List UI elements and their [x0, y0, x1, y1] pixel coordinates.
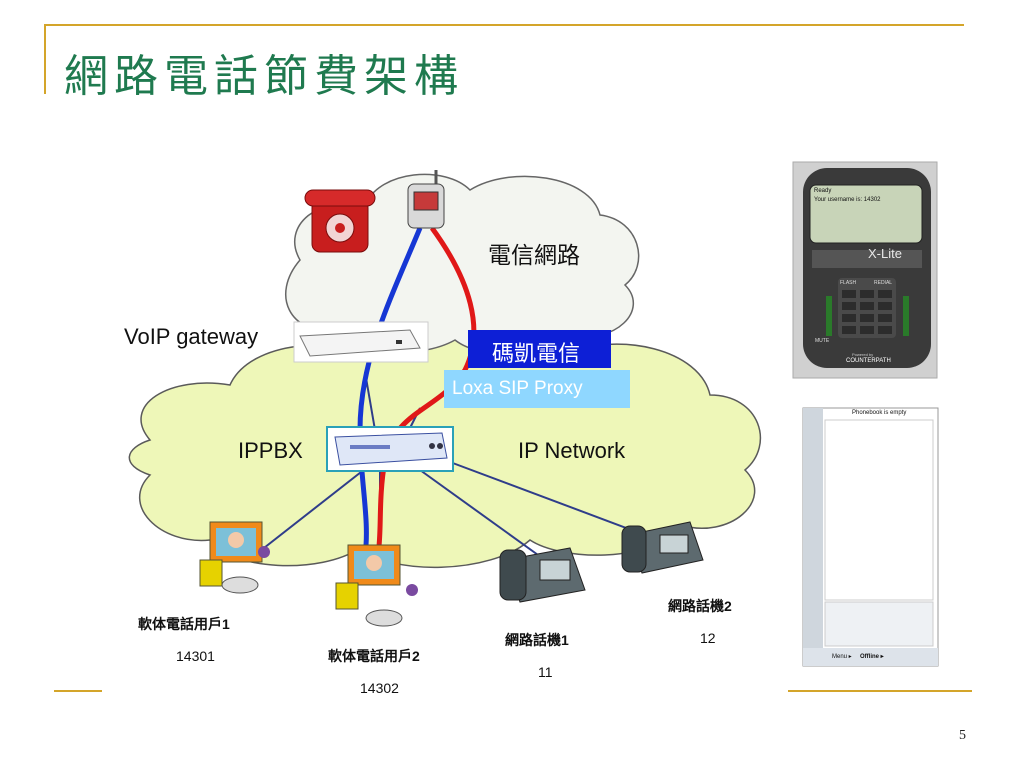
blue-call-path — [357, 227, 423, 556]
ip-network-label: IP Network — [518, 438, 626, 463]
xlite-vendor: COUNTERPATH — [846, 358, 891, 364]
phonebook-empty-text: Phonebook is empty — [852, 410, 907, 416]
carrier-label: 碼凱電信 — [492, 341, 581, 366]
phonebook-window — [802, 407, 939, 667]
carrier-box — [468, 330, 611, 368]
footer-rule-left — [54, 690, 102, 692]
mobile-phone-icon — [407, 170, 445, 229]
softphone-user1-icon — [199, 521, 270, 594]
xlite-flash-button[interactable]: FLASH — [840, 280, 857, 286]
sip-proxy-box — [444, 370, 630, 408]
ip-phone2-number: 12 — [700, 630, 716, 646]
softphone-user2-icon — [335, 544, 418, 627]
xlite-powered-by: Powered by — [852, 352, 874, 357]
phonebook-status[interactable]: Offline ▸ — [860, 654, 884, 660]
ip-phone2-icon — [621, 521, 704, 574]
xlite-brand: X-Lite — [868, 246, 902, 261]
softphone-user1-number: 14301 — [176, 648, 215, 664]
xlite-status: Ready — [814, 188, 832, 194]
softphone-user2-number: 14302 — [360, 680, 399, 696]
xlite-username: Your username is: 14302 — [814, 197, 881, 203]
ip-phone1-name: 網路話機1 — [505, 632, 569, 648]
voip-gateway-device — [293, 321, 429, 363]
footer-rule-right — [788, 690, 972, 692]
xlite-mute-button[interactable]: MUTE — [815, 338, 830, 344]
xlite-redial-button[interactable]: REDIAL — [874, 280, 893, 286]
ip-phone2-name: 網路話機2 — [668, 598, 732, 614]
page-number: 5 — [959, 728, 966, 743]
phonebook-menu-button[interactable]: Menu ▸ — [832, 654, 852, 660]
red-call-path — [375, 226, 477, 556]
title-rule-left — [44, 24, 46, 94]
voip-gateway-label: VoIP gateway — [124, 324, 259, 349]
ip-phone1-number: 11 — [538, 664, 553, 680]
ip-phone1-icon — [499, 547, 586, 603]
telecom-network-label: 電信網路 — [488, 242, 580, 268]
slide-title: 網路電話節費架構 — [64, 51, 464, 102]
xlite-softphone-window — [792, 161, 938, 379]
sip-proxy-label: Loxa SIP Proxy — [452, 378, 583, 399]
ippbx-label: IPPBX — [238, 438, 303, 463]
softphone-user2-name: 軟体電話用戶2 — [328, 648, 420, 664]
title-rule-top — [44, 24, 964, 26]
softphone-user1-name: 軟体電話用戶1 — [138, 616, 230, 632]
red-desk-phone-icon — [304, 189, 376, 253]
ippbx-device — [326, 426, 454, 472]
